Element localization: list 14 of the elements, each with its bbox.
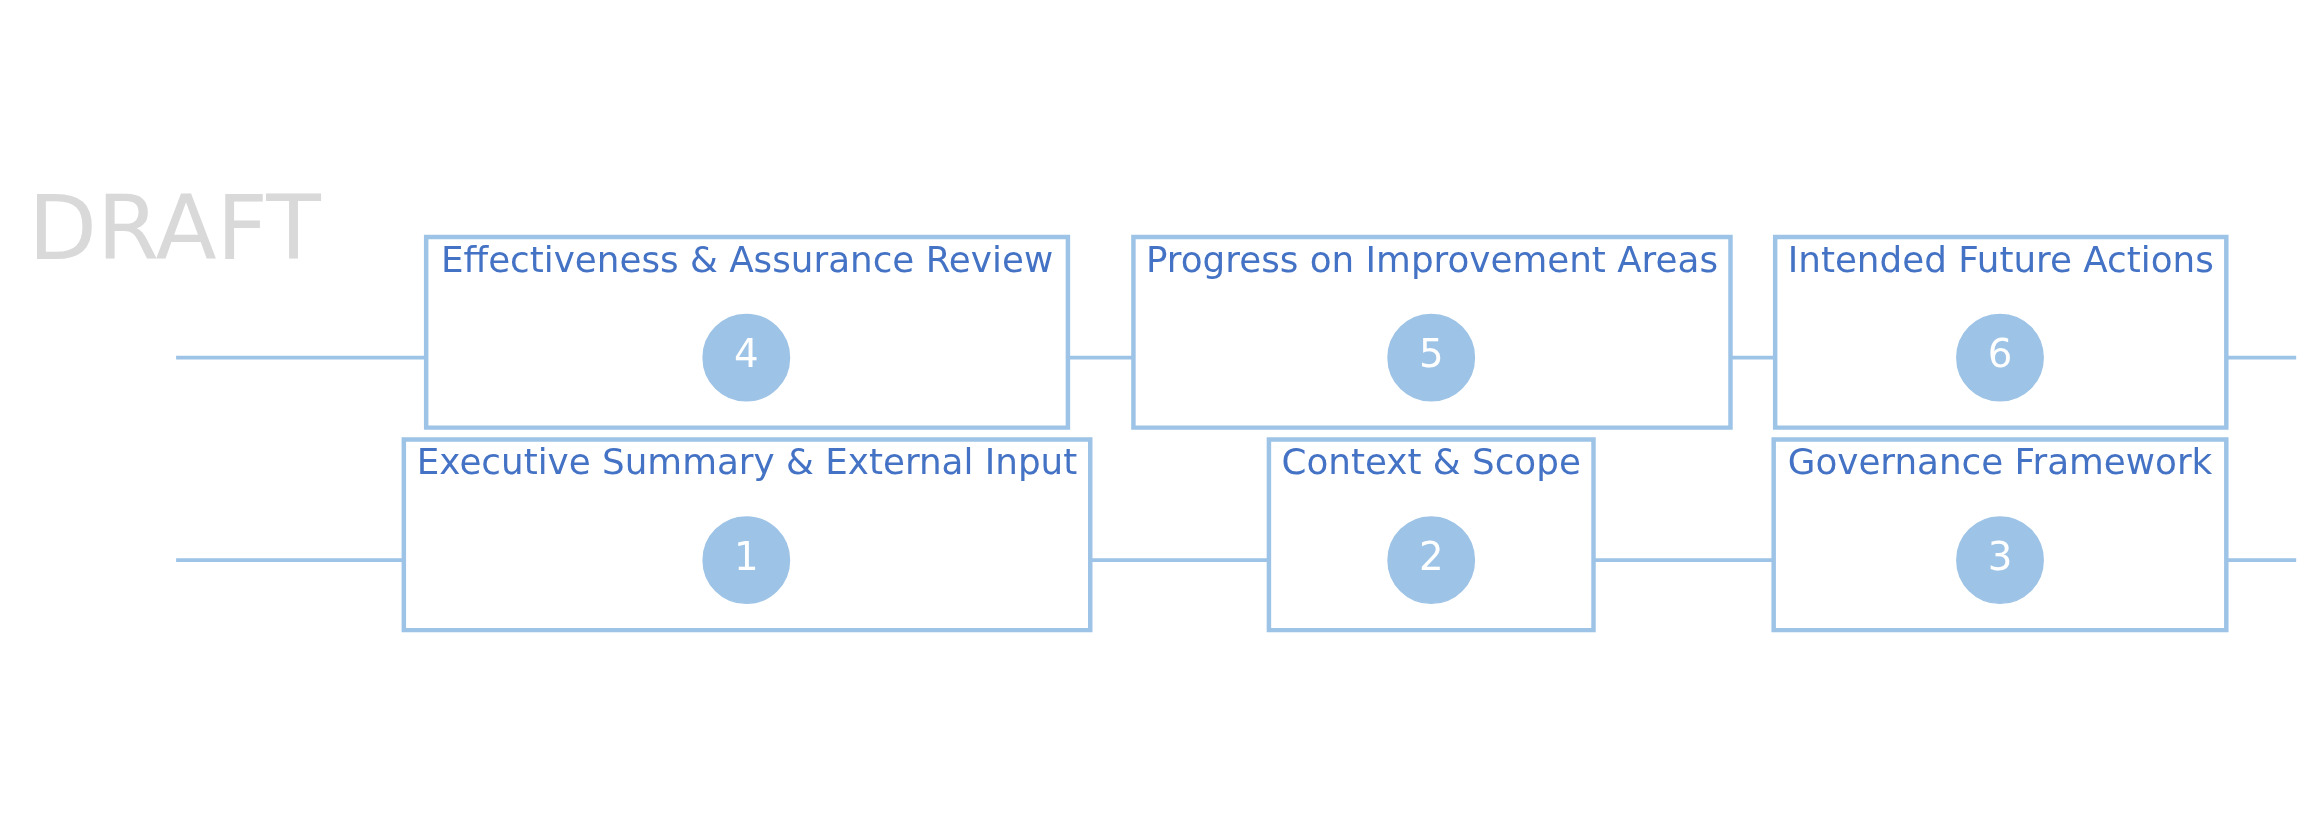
connector <box>1090 557 1269 562</box>
node-circle: 3 <box>1956 515 2044 604</box>
connector <box>1593 557 1774 562</box>
connector <box>2226 355 2297 359</box>
connector <box>1730 355 1776 359</box>
connector <box>176 557 404 562</box>
node-circle: 2 <box>1387 515 1476 604</box>
connector <box>1067 355 1134 359</box>
connector <box>176 355 427 359</box>
node-circle: 5 <box>1387 313 1476 402</box>
node-circle: 1 <box>702 515 791 604</box>
node-circle: 6 <box>1956 313 2044 402</box>
node-circle: 4 <box>702 313 791 402</box>
connector <box>2226 557 2297 562</box>
